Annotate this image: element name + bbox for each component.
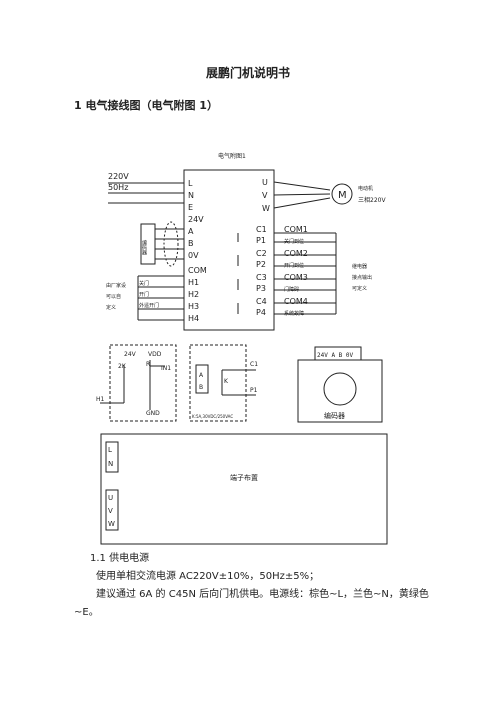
relay-circuit-a: A [199, 372, 204, 379]
terminal-a: A [188, 227, 194, 236]
terminal-c4: C4 [256, 297, 267, 306]
terminal-h3: H3 [188, 302, 199, 311]
terminal-w: W [262, 204, 270, 213]
relay-circuit-c1: C1 [250, 361, 258, 368]
motor-symbol-label: M [338, 190, 347, 201]
input-circuit-h1: H1 [96, 396, 105, 403]
relay-circuit-b: B [199, 384, 203, 391]
input-remote-open: 外遥开门 [139, 302, 159, 309]
wire-v [273, 193, 331, 196]
encoder-header-box [314, 346, 362, 361]
terminal-v: V [262, 191, 268, 200]
relay-function-close-limit: 关门到位 [284, 238, 304, 245]
relay-function-fault: 系统故障 [284, 310, 304, 317]
relay-function-open-limit: 开门到位 [284, 262, 304, 269]
subsection-heading: 1.1 供电电源 [90, 553, 150, 564]
input-side-line3: 定义 [106, 304, 116, 311]
relay-circuit-box [189, 344, 247, 422]
relay-side-line3: 可定义 [352, 285, 367, 292]
input-circuit-vdd: VDD [148, 351, 162, 358]
wire-w [273, 197, 331, 209]
power-label-frequency: 50Hz [108, 183, 128, 192]
terminal-c1: C1 [256, 225, 267, 234]
terminal-layout-label: 端子布置 [230, 473, 258, 482]
terminal-b: B [188, 239, 194, 248]
bottom-terminal-v: V [108, 507, 113, 515]
relay-side-line1: 继电器 [352, 263, 367, 270]
paragraph-power-spec: 使用单相交流电源 AC220V±10%，50Hz±5%； [96, 571, 320, 582]
input-circuit-in: IN1 [161, 365, 171, 372]
bottom-terminal-u: U [108, 494, 113, 502]
document-title: 展鹏门机说明书 [205, 66, 290, 80]
terminal-n: N [188, 191, 194, 200]
terminal-com: COM [188, 266, 207, 275]
terminal-c3: C3 [256, 273, 267, 282]
com1-label: COM1 [284, 225, 308, 234]
encoder-disc [323, 372, 357, 406]
encoder-label: 编码器 [324, 411, 345, 420]
relay-coil [195, 364, 209, 394]
bottom-terminal-w: W [108, 520, 115, 528]
relay-side-line2: 接点输出 [352, 274, 372, 281]
controller-box [183, 169, 275, 331]
terminal-p2: P2 [256, 260, 266, 269]
motor-spec: 三相220V [358, 196, 386, 204]
terminal-layout-box [100, 433, 388, 545]
com2-label: COM2 [284, 249, 308, 258]
input-open: 开门 [139, 291, 149, 298]
encoder-side-label: 编码器 [141, 239, 147, 256]
terminal-h1: H1 [188, 278, 199, 287]
relay-circuit-rating: K:5A,30VDC/250VAC [192, 414, 233, 419]
com3-label: COM3 [284, 273, 308, 282]
terminal-p1: P1 [256, 236, 266, 245]
terminal-e: E [188, 203, 193, 212]
input-circuit-24v: 24V [124, 351, 137, 358]
encoder-header-label: 24V A B 0V [317, 352, 354, 359]
terminal-uvw-box [105, 489, 119, 531]
com4-label: COM4 [284, 297, 308, 306]
terminal-ln-box [105, 441, 119, 473]
terminal-p4: P4 [256, 308, 266, 317]
terminal-u: U [262, 178, 268, 187]
terminal-0v: 0V [188, 251, 199, 260]
input-close: 关门 [139, 280, 149, 287]
input-circuit-box [109, 344, 177, 422]
relay-circuit-k: K [224, 378, 229, 385]
motor-label: 电动机 [358, 185, 373, 192]
wire-u [273, 181, 331, 191]
terminal-l: L [188, 179, 193, 188]
motor-symbol [331, 183, 353, 205]
terminal-c2: C2 [256, 249, 267, 258]
terminal-h2: H2 [188, 290, 199, 299]
input-circuit-r1: 2K [118, 363, 127, 370]
input-circuit-gnd: GND [146, 410, 160, 417]
input-side-line2: 可以自 [106, 293, 121, 300]
terminal-24v: 24V [188, 215, 204, 224]
paragraph-power-wiring: 建议通过 6A 的 C45N 后向门机供电。电源线：棕色~L，兰色~N，黄绿色~… [74, 589, 429, 618]
power-label-voltage: 220V [108, 172, 129, 181]
encoder-side-box [140, 223, 156, 265]
relay-circuit-p1: P1 [250, 387, 258, 394]
terminal-p3: P3 [256, 284, 266, 293]
diagram-title: 电气附图1 [218, 152, 246, 160]
input-side-line1: 由厂家设 [106, 282, 126, 289]
section-heading: 1 电气接线图（电气附图 1） [74, 99, 218, 112]
terminal-h4: H4 [188, 314, 199, 323]
input-circuit-r2: R [146, 361, 150, 368]
relay-function-obstacle: 门障碍 [284, 286, 299, 293]
bottom-terminal-n: N [108, 460, 113, 468]
bottom-terminal-l: L [108, 446, 112, 454]
